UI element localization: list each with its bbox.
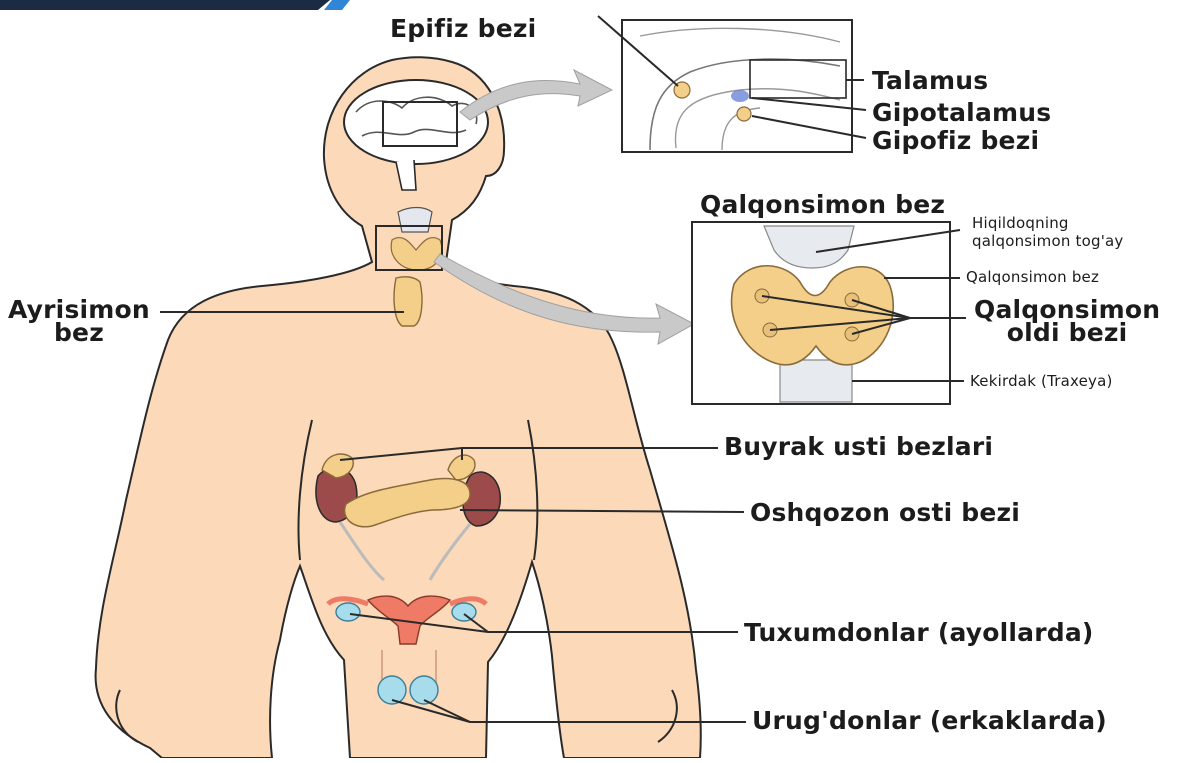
left-testis-icon — [378, 676, 406, 704]
label-gipotalamus: Gipotalamus — [872, 98, 1051, 127]
hypothalamus-icon — [731, 90, 749, 102]
label-epifiz: Epifiz bezi — [390, 14, 536, 43]
right-testis-icon — [410, 676, 438, 704]
label-buyrak: Buyrak usti bezlari — [724, 432, 993, 461]
thymus-icon — [394, 277, 422, 326]
label-ayrisimon: Ayrisimon bez — [8, 298, 150, 344]
label-talamus: Talamus — [872, 66, 988, 95]
left-ovary-icon — [336, 603, 360, 621]
label-tuxumdon: Tuxumdonlar (ayollarda) — [744, 618, 1094, 647]
label-hiqildoq-line1: Hiqildoqning — [972, 214, 1124, 232]
thyroid-detail-panel — [692, 222, 950, 404]
label-hiqildoq-line2: qalqonsimon tog'ay — [972, 232, 1124, 250]
label-qalqonsimon-oldi: Qalqonsimon oldi bezi — [974, 298, 1160, 344]
label-oshqozon: Oshqozon osti bezi — [750, 498, 1020, 527]
right-ovary-icon — [452, 603, 476, 621]
pituitary-icon — [737, 107, 751, 121]
label-qalqonsimon-title: Qalqonsimon bez — [700, 190, 945, 219]
header-banner — [0, 0, 350, 10]
label-qalqonsimon-small: Qalqonsimon bez — [966, 268, 1099, 286]
brain-detail-panel — [622, 20, 852, 152]
label-hiqildoq: Hiqildoqning qalqonsimon tog'ay — [972, 214, 1124, 250]
label-urugdon: Urug'donlar (erkaklarda) — [752, 706, 1107, 735]
label-gipofiz: Gipofiz bezi — [872, 126, 1039, 155]
label-kekirdak: Kekirdak (Traxeya) — [970, 372, 1113, 390]
label-ayrisimon-line2: bez — [8, 321, 150, 344]
label-qalqonsimon-oldi-line2: oldi bezi — [974, 321, 1160, 344]
